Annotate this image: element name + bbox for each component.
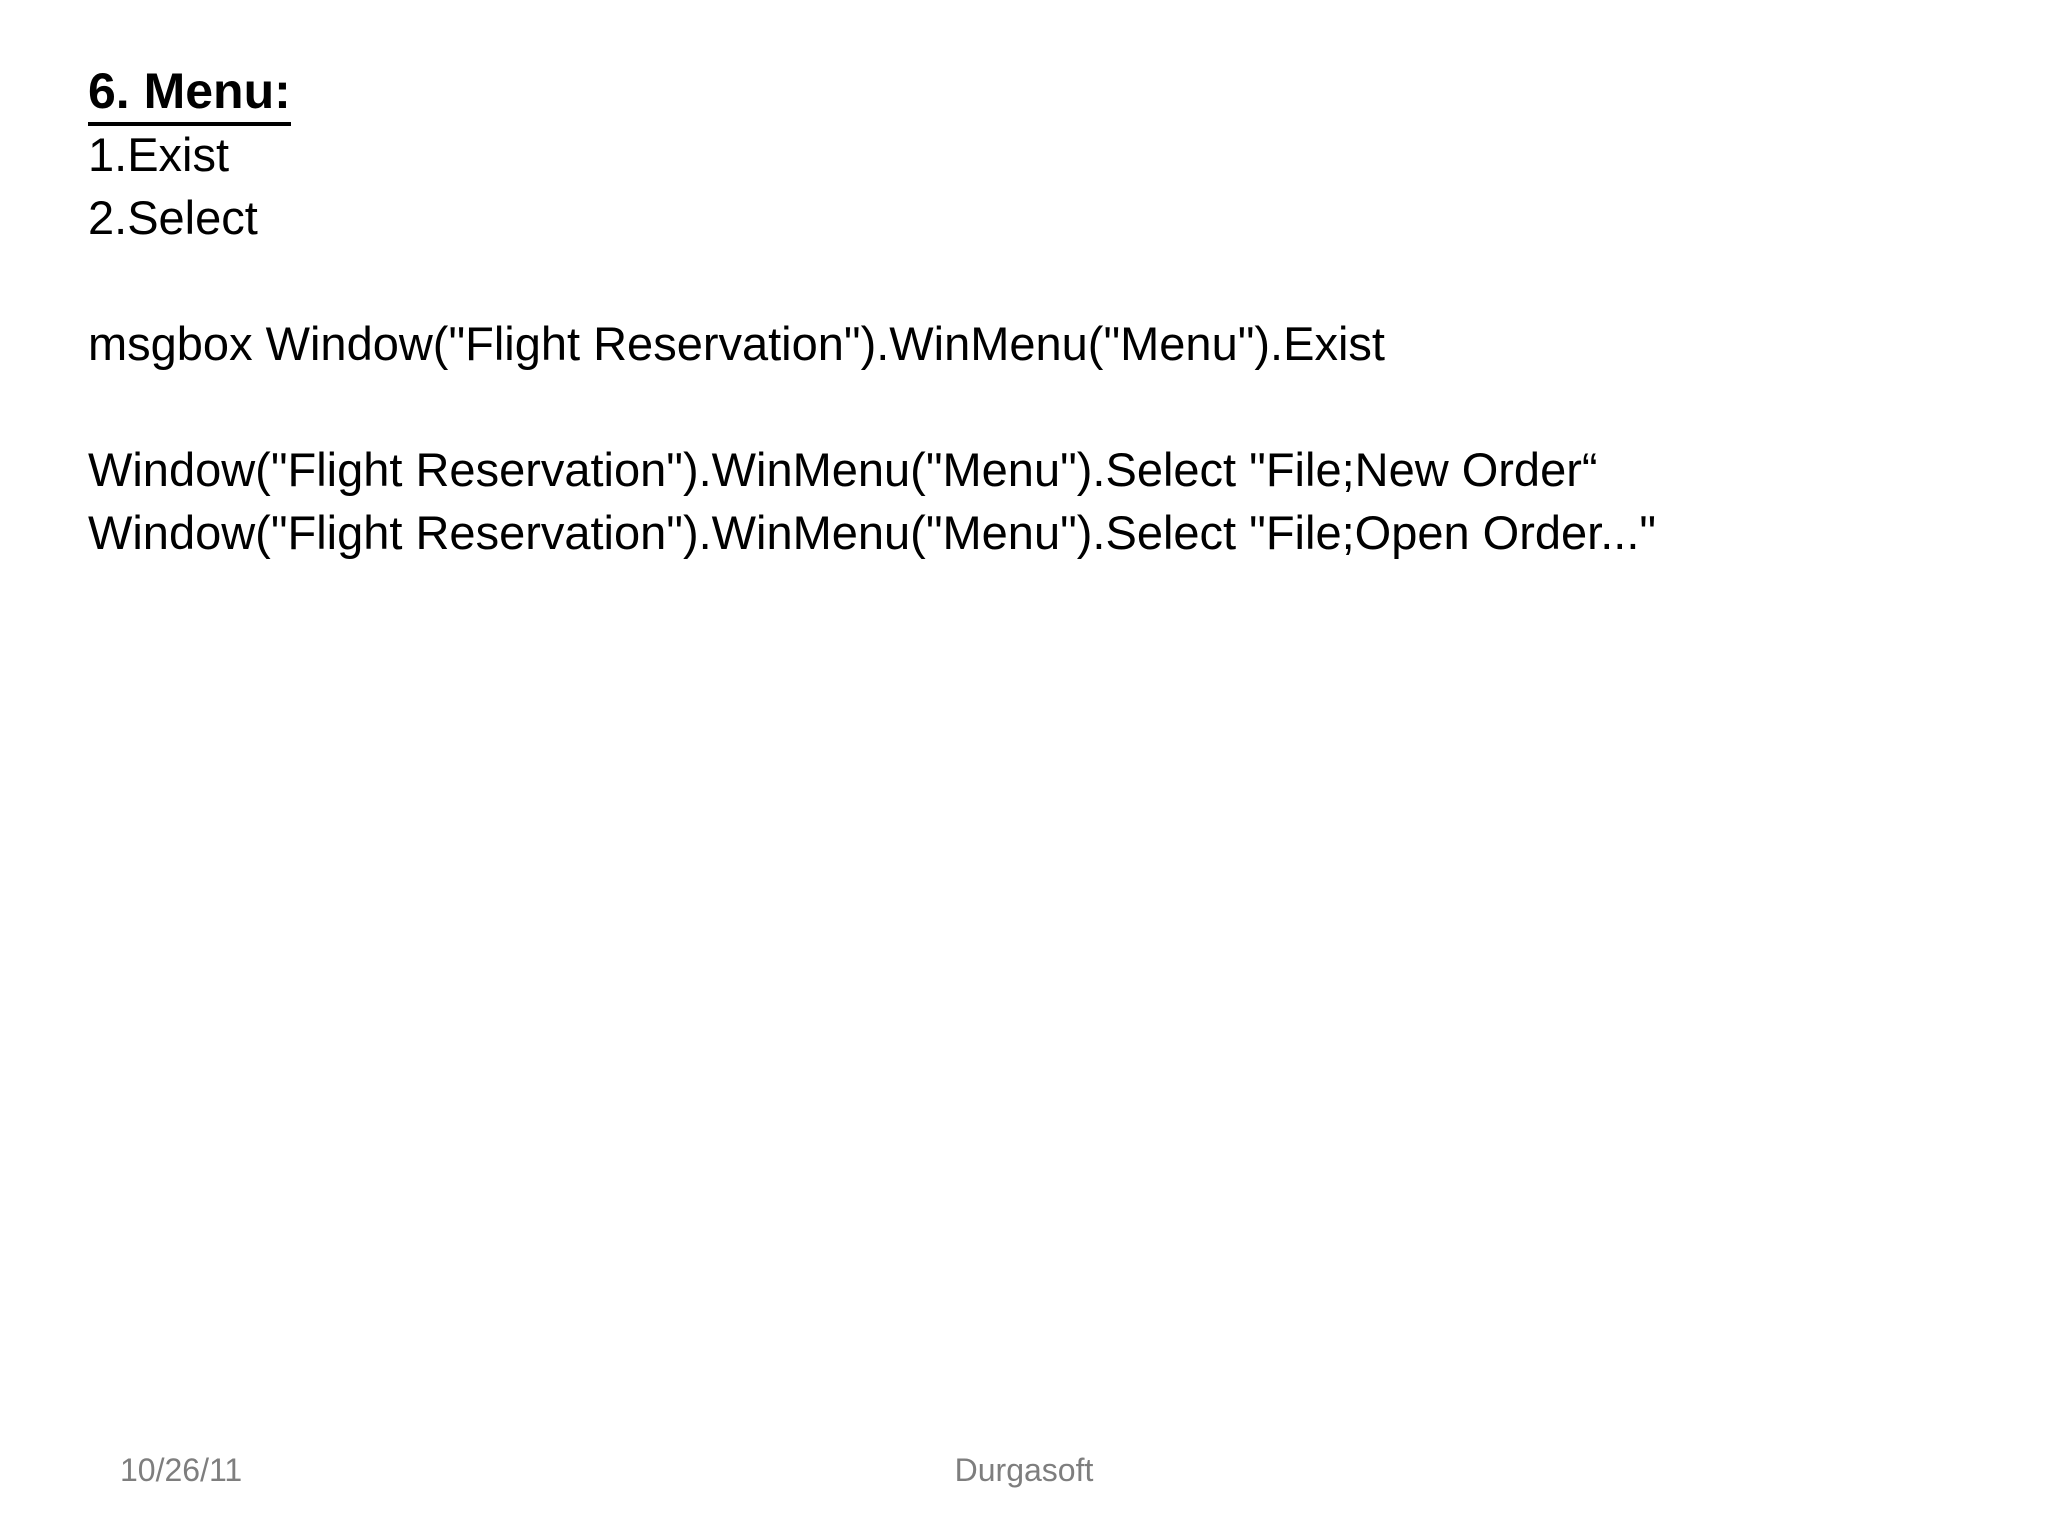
blank-line: [88, 375, 2008, 438]
list-item-select: 2.Select: [88, 191, 258, 244]
slide-content: 6. Menu: 1.Exist 2.Select msgbox Window(…: [88, 60, 2008, 564]
code-line-select-new-order: Window("Flight Reservation").WinMenu("Me…: [88, 443, 1598, 496]
footer-date: 10/26/11: [120, 1452, 243, 1488]
slide-title-text: 6. Menu:: [88, 63, 291, 126]
footer-brand: Durgasoft: [954, 1452, 1094, 1488]
slide-title: 6. Menu:: [88, 60, 2008, 126]
blank-line: [88, 249, 2008, 312]
code-line-select-open-order: Window("Flight Reservation").WinMenu("Me…: [88, 506, 1657, 559]
code-line-msgbox-exist: msgbox Window("Flight Reservation").WinM…: [88, 317, 1385, 370]
slide-footer: 10/26/11 Durgasoft: [0, 1448, 2048, 1492]
list-item-exist: 1.Exist: [88, 128, 230, 181]
